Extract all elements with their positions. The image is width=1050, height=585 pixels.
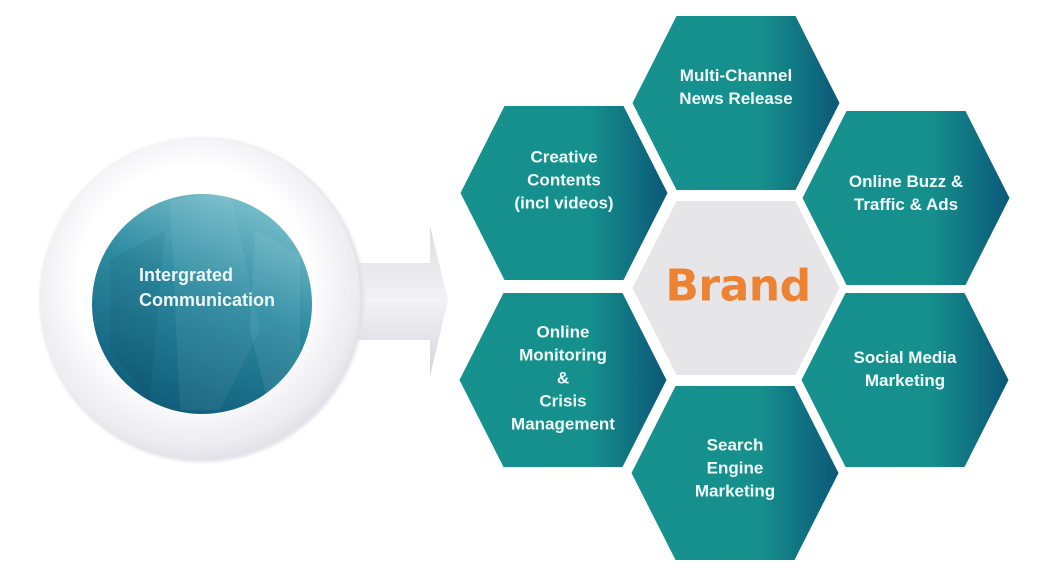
hexagon-search-engine-marketing [631,386,839,560]
hexagon-label-line: Marketing [864,371,946,390]
brand-label: Brand [665,260,811,312]
hexagon-label-line: Search [706,435,764,455]
hexagon-label-line: Online [536,322,590,342]
hexagon-label-line: Creative [530,147,598,167]
hexagon-label-line: Contents [527,170,601,190]
hexagon-label-line: Marketing [694,481,776,501]
hexagon-online-buzz-traffic-ads [802,111,1010,285]
source-label-line: Communication [139,290,276,310]
source-label: Intergrated Communication [139,263,275,313]
hexagon-label-line: Monitoring [519,345,607,365]
hexagon-label-line: & [556,368,570,388]
hexagon-online-monitoring-crisis-management [459,293,667,467]
hexagon-label-line: Crisis [539,391,587,411]
hexagon-label-line: Traffic & Ads [853,195,959,214]
hexagon-label-line: Multi-Channel [679,66,793,85]
hexagon-creative-contents [460,106,668,280]
source-circle [92,190,312,414]
hexagon-layer [459,16,1010,560]
hexagon-label-line: Management [511,414,615,434]
source-label-line: Intergrated [139,265,234,285]
hexagon-multi-channel-news-release [632,16,840,190]
brand-hexagon [632,201,840,375]
hexagon-social-media-marketing [801,293,1009,467]
hexagon-label-line: Online Buzz & [848,172,964,191]
hexagon-label-line: News Release [679,89,793,108]
hexagon-label-line: Engine [706,458,764,478]
hexagon-label-online-buzz-traffic-ads: Online Buzz & Traffic & Ads [849,170,963,216]
hexagon-label-line: (incl videos) [514,193,614,213]
hexagon-label-line: Social Media [853,348,957,367]
